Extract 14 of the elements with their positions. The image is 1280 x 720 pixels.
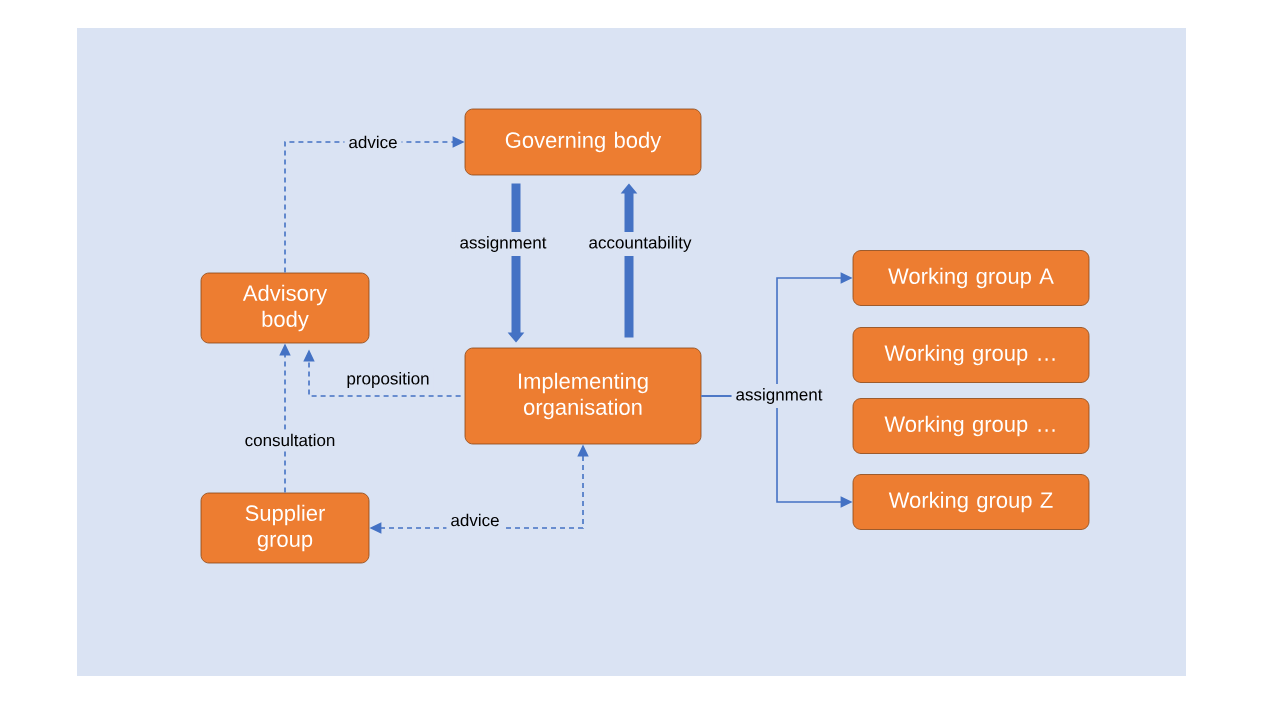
process-box: Governing body — [464, 108, 702, 176]
process-box: Advisory body — [200, 272, 370, 344]
edge-label: assignment — [731, 384, 827, 408]
process-box: Implementing organisation — [464, 347, 702, 445]
edge-label: proposition — [342, 368, 434, 392]
edge-label: assignment — [455, 232, 551, 256]
edge-label: advice — [344, 131, 402, 153]
edge-label: accountability — [584, 232, 696, 256]
process-box: Working group Z — [852, 474, 1090, 530]
process-box: Working group A — [852, 250, 1090, 306]
edge-label: advice — [446, 509, 504, 531]
process-box: Working group … — [852, 398, 1090, 454]
process-box: Working group … — [852, 327, 1090, 383]
process-box: Supplier group — [200, 492, 370, 564]
